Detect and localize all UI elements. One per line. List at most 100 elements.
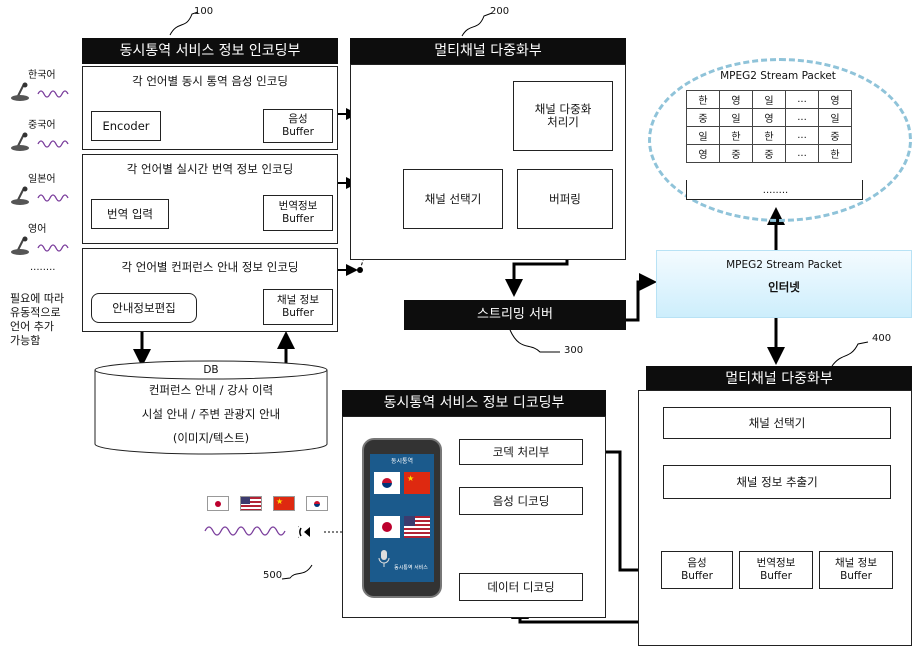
translation-input-box: 번역 입력 (91, 199, 169, 229)
phone-app-title: 동시통역 (390, 458, 414, 465)
usa-flag-icon[interactable] (404, 516, 430, 538)
packet-cell: ... (785, 126, 819, 145)
ref-200: 200 (490, 6, 510, 17)
buffer-line: Buffer (282, 307, 314, 319)
demux-section: 채널 선택기 채널 정보 추출기 음성 Buffer 번역정보 Buffer 채… (638, 390, 912, 646)
db-line: 컨퍼런스 안내 / 강사 이력 (148, 383, 274, 397)
microphone-icon (378, 550, 390, 568)
buffer-line: 번역정보 (756, 557, 796, 569)
smartphone: 동시통역 ★ 동시통역 서비스 (362, 438, 442, 598)
packet-cell: 일 (818, 108, 852, 127)
packet-cell: 중 (752, 144, 786, 163)
ref-400: 400 (872, 333, 892, 344)
phone-app-subtitle: 동시통역 서비스 (394, 565, 428, 571)
mux-processor: 채널 다중화 처리기 (513, 81, 613, 151)
packet-cell: 일 (719, 108, 753, 127)
db-line: 시설 안내 / 주변 관광지 안내 (141, 407, 281, 421)
packet-cell: ... (785, 144, 819, 163)
microphone-icon (10, 82, 34, 102)
encoder-section-title: 동시통역 서비스 정보 인코딩부 (82, 38, 338, 64)
packet-grid-footer: ........ (686, 180, 863, 200)
packet-cell: 중 (818, 126, 852, 145)
audio-decoder: 음성 디코딩 (459, 487, 583, 515)
buffer-line: 음성 (687, 557, 707, 569)
decoder-section-title: 동시통역 서비스 정보 디코딩부 (342, 390, 606, 416)
packet-cell: 영 (818, 90, 852, 109)
language-note: 필요에 따라 유동적으로 언어 추가 가능함 (10, 292, 64, 348)
packet-cell: 중 (719, 144, 753, 163)
language-label-ja: 일본어 (28, 174, 56, 185)
buffer-line: Buffer (282, 126, 314, 138)
japan-flag-icon (207, 496, 229, 511)
japan-flag-icon[interactable] (374, 516, 400, 538)
ref-500: 500 (263, 570, 283, 581)
language-label-ko: 한국어 (28, 70, 56, 81)
packet-cell: ... (785, 108, 819, 127)
encoder-row-audio: 각 언어별 동시 통역 음성 인코딩 Encoder 음성 Buffer (82, 66, 338, 150)
china-flag-icon: ★ (273, 496, 295, 511)
encoder-row-guide: 각 언어별 컨퍼런스 안내 정보 인코딩 안내정보편집 채널 정보 Buffer (82, 248, 338, 332)
demux-title: 멀티채널 다중화부 (646, 366, 912, 392)
translation-buffer: 번역정보 Buffer (263, 195, 333, 231)
language-label-zh: 중국어 (28, 120, 56, 131)
microphone-icon (10, 132, 34, 152)
china-flag-icon[interactable]: ★ (404, 472, 430, 494)
channel-info-extractor: 채널 정보 추출기 (663, 465, 891, 499)
codec-processor: 코덱 처리부 (459, 439, 583, 465)
packet-cell: 영 (719, 90, 753, 109)
buffer-line: Buffer (681, 570, 713, 582)
buffer-line: 채널 정보 (277, 294, 319, 306)
streaming-server: 스트리밍 서버 (404, 300, 626, 330)
encoder-row-translation: 각 언어별 실시간 번역 정보 인코딩 번역 입력 번역정보 Buffer (82, 154, 338, 244)
buffer-line: 음성 (288, 113, 308, 125)
packet-cell: 영 (686, 144, 720, 163)
language-note-line: 가능함 (10, 334, 41, 347)
packet-cloud (648, 58, 912, 222)
encoder-box: Encoder (91, 111, 161, 141)
language-note-line: 언어 추가 (10, 320, 54, 333)
packet-cell: 중 (686, 108, 720, 127)
language-note-line: 필요에 따라 (10, 292, 65, 305)
buffer-line: Buffer (840, 570, 872, 582)
speaker-icon (295, 523, 320, 541)
language-more: ........ (30, 262, 56, 273)
demux-translation-buffer: 번역정보 Buffer (739, 551, 813, 589)
processor-line: 처리기 (547, 115, 579, 129)
mux-buffering: 버퍼링 (517, 169, 613, 229)
buffer-line: 채널 정보 (835, 557, 877, 569)
mux-section: 채널 다중화 처리기 채널 선택기 버퍼링 (350, 64, 626, 260)
packet-cell: 한 (719, 126, 753, 145)
internet-packet-label: MPEG2 Stream Packet (726, 259, 842, 271)
buffer-line: Buffer (760, 570, 792, 582)
usa-flag-icon (240, 496, 262, 511)
encoder-row-title: 각 언어별 동시 통역 음성 인코딩 (132, 74, 288, 88)
packet-cell: ... (785, 90, 819, 109)
mux-channel-selector: 채널 선택기 (403, 169, 503, 229)
db-line: (이미지/텍스트) (172, 431, 250, 445)
database-cylinder: DB 컨퍼런스 안내 / 강사 이력 시설 안내 / 주변 관광지 안내 (이미… (94, 360, 328, 456)
korea-flag-icon[interactable] (374, 472, 400, 494)
korea-flag-icon (306, 496, 328, 511)
ref-300: 300 (564, 345, 584, 356)
channel-info-buffer: 채널 정보 Buffer (263, 289, 333, 325)
processor-line: 채널 다중화 (534, 102, 592, 116)
demux-channel-buffer: 채널 정보 Buffer (819, 551, 893, 589)
guide-editor-box: 안내정보편집 (91, 293, 197, 323)
demux-channel-selector: 채널 선택기 (663, 407, 891, 439)
packet-cell: 한 (818, 144, 852, 163)
phone-screen: 동시통역 ★ 동시통역 서비스 (370, 454, 434, 582)
encoder-row-title: 각 언어별 실시간 번역 정보 인코딩 (126, 162, 294, 176)
language-note-line: 유동적으로 (10, 306, 61, 319)
data-decoder: 데이터 디코딩 (459, 573, 583, 601)
demux-audio-buffer: 음성 Buffer (661, 551, 733, 589)
buffer-line: Buffer (282, 213, 314, 225)
packet-more: ........ (762, 185, 789, 196)
microphone-icon (10, 186, 34, 206)
